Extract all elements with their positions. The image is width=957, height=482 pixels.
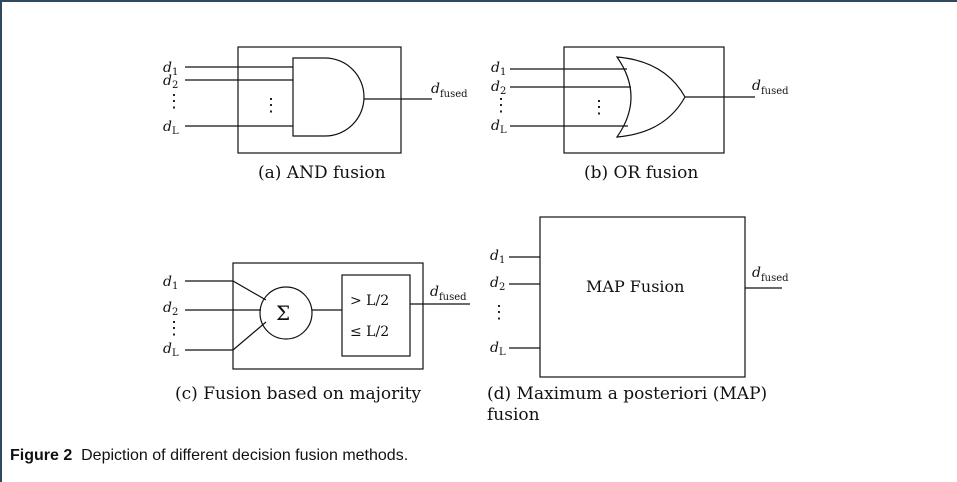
caption-map-fusion-line2: fusion bbox=[487, 405, 540, 425]
map-input-label-d2: d2 bbox=[490, 275, 505, 293]
threshold-gt-label: > L/2 bbox=[350, 293, 389, 309]
threshold-box bbox=[341, 274, 411, 357]
subfig-map-fusion: d1 d2 ⋮ dL MAP Fusion dfused (d) Maximum… bbox=[487, 216, 789, 425]
input-label-d2: d2 bbox=[163, 73, 178, 91]
or-gate-symbol bbox=[615, 56, 686, 138]
input-label-dL: dL bbox=[163, 119, 179, 137]
caption-and-fusion: (a) AND fusion bbox=[258, 163, 386, 183]
caption-or-fusion: (b) OR fusion bbox=[584, 163, 698, 183]
and-output-label: dfused bbox=[431, 81, 468, 100]
or-input-label-dL: dL bbox=[491, 118, 507, 136]
and-gate-symbol bbox=[292, 57, 365, 137]
subfig-majority-fusion: d1 d2 ⋮ dL Σ > L/2 ≤ L/2 dfused (c) Fusi… bbox=[163, 262, 470, 404]
or-input-label-d2: d2 bbox=[491, 79, 506, 97]
figure-caption-label: Figure 2 bbox=[10, 447, 73, 464]
fusion-figure: d1 d2 ⋮ dL ⋮ dfused (a) AND fusion d1 d2… bbox=[163, 46, 789, 425]
subfig-or-fusion: d1 d2 ⋮ dL ⋮ dfused (b) OR fusion bbox=[491, 46, 789, 183]
caption-map-fusion-line1: (d) Maximum a posteriori (MAP) bbox=[487, 384, 767, 404]
map-fusion-box bbox=[539, 216, 746, 378]
maj-input-wire-L bbox=[185, 321, 267, 351]
or-input-label-d1: d1 bbox=[491, 60, 506, 78]
maj-input-label-d2: d2 bbox=[163, 300, 178, 318]
or-input-ellipsis: ⋮ bbox=[492, 95, 510, 116]
maj-input-label-d1: d1 bbox=[163, 274, 178, 292]
frame-top-border bbox=[0, 0, 957, 2]
map-input-label-dL: dL bbox=[490, 340, 506, 358]
frame-left-border bbox=[0, 0, 2, 482]
map-output-label: dfused bbox=[752, 265, 789, 284]
maj-input-label-dL: dL bbox=[163, 341, 179, 359]
or-outer-box bbox=[563, 46, 725, 154]
maj-input-wire-1 bbox=[185, 280, 267, 301]
or-output-label: dfused bbox=[752, 78, 789, 97]
map-fusion-label: MAP Fusion bbox=[586, 277, 684, 296]
and-outer-box bbox=[237, 46, 402, 154]
caption-majority-fusion: (c) Fusion based on majority bbox=[175, 384, 422, 404]
figure-caption: Figure 2 Depiction of different decision… bbox=[10, 447, 408, 465]
threshold-le-label: ≤ L/2 bbox=[350, 324, 389, 340]
map-input-ellipsis: ⋮ bbox=[490, 302, 508, 323]
input-ellipsis: ⋮ bbox=[165, 91, 183, 112]
sum-symbol: Σ bbox=[276, 301, 290, 325]
maj-input-ellipsis: ⋮ bbox=[165, 318, 183, 339]
map-input-label-d1: d1 bbox=[490, 248, 505, 266]
majority-output-label: dfused bbox=[430, 284, 467, 303]
or-inner-ellipsis: ⋮ bbox=[590, 97, 608, 118]
input-label-d1: d1 bbox=[163, 60, 178, 78]
figure-caption-text: Depiction of different decision fusion m… bbox=[81, 447, 409, 464]
sum-node bbox=[259, 286, 313, 340]
majority-outer-box bbox=[232, 262, 424, 370]
subfig-and-fusion: d1 d2 ⋮ dL ⋮ dfused (a) AND fusion bbox=[163, 46, 468, 183]
and-inner-ellipsis: ⋮ bbox=[262, 95, 280, 116]
